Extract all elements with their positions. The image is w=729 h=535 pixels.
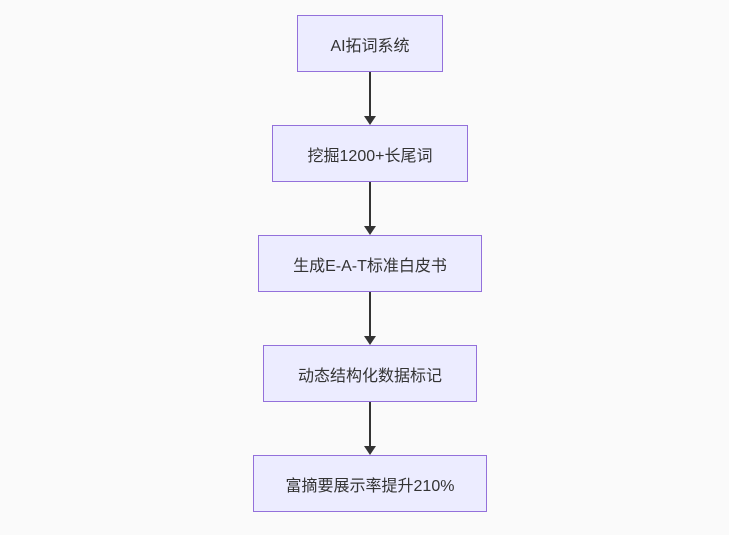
node-generate-eat-whitepaper: 生成E-A-T标准白皮书 [258,235,482,292]
node-label: AI拓词系统 [330,37,410,55]
arrow-down-icon [364,116,376,125]
edge-line [369,402,371,446]
edge-node2-to-node3 [364,182,376,235]
node-ai-word-expansion-system: AI拓词系统 [297,15,443,72]
arrow-down-icon [364,446,376,455]
arrow-down-icon [364,226,376,235]
node-label: 生成E-A-T标准白皮书 [293,257,447,275]
node-rich-snippet-rate-increase: 富摘要展示率提升210% [253,455,487,512]
arrow-down-icon [364,336,376,345]
edge-node1-to-node2 [364,72,376,125]
node-mine-longtail-keywords: 挖掘1200+长尾词 [272,125,468,182]
node-label: 挖掘1200+长尾词 [307,147,433,165]
node-dynamic-structured-data-markup: 动态结构化数据标记 [263,345,477,402]
node-label: 动态结构化数据标记 [297,367,442,385]
edge-node3-to-node4 [364,292,376,345]
node-label: 富摘要展示率提升210% [285,477,455,495]
edge-line [369,292,371,336]
edge-node4-to-node5 [364,402,376,455]
edge-line [369,182,371,226]
flowchart: AI拓词系统 挖掘1200+长尾词 生成E-A-T标准白皮书 动态结构化数据标记… [253,15,487,512]
edge-line [369,72,371,116]
